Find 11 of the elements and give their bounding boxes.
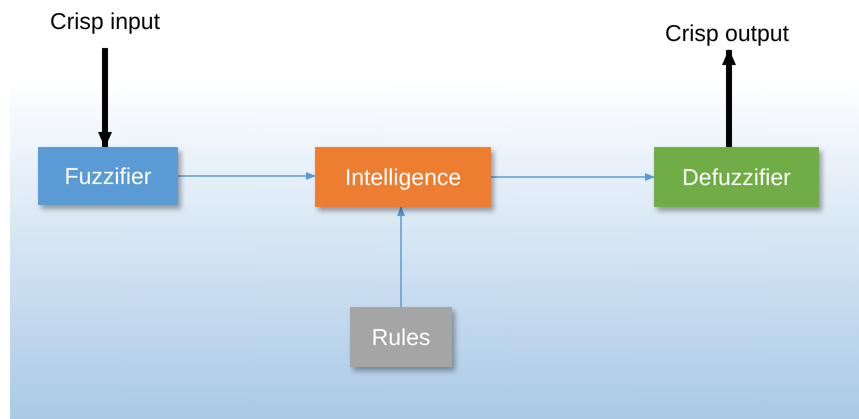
arrow (178, 172, 316, 180)
process-box: Rules (350, 307, 452, 367)
arrow (722, 49, 736, 147)
process-box: Fuzzifier (38, 147, 178, 205)
arrow (491, 173, 655, 181)
io-label: Crisp input (38, 4, 172, 38)
arrow (98, 48, 112, 148)
process-box: Intelligence (315, 147, 491, 207)
arrow (397, 206, 405, 307)
process-box: Defuzzifier (654, 147, 819, 207)
io-label: Crisp output (650, 16, 804, 50)
